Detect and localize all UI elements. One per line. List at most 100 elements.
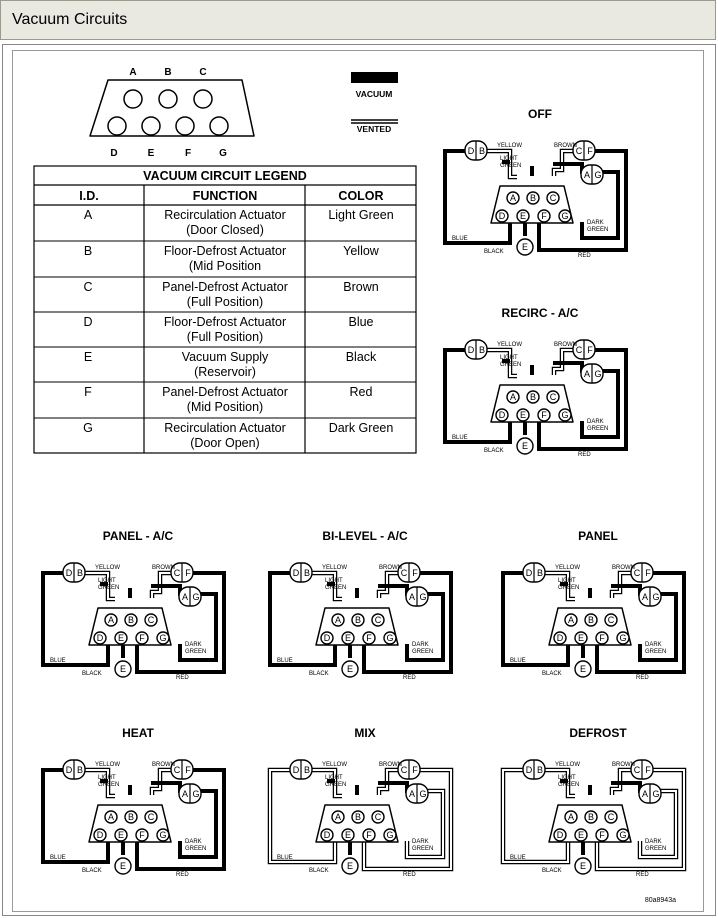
pin-d [93,631,107,645]
pin-b [351,810,365,824]
wire-label: RED [176,872,189,878]
actuator-c-letter: C [401,765,408,775]
reservoir-letter: E [120,664,126,674]
wire-label: RED [578,253,591,259]
pin-b-letter: B [588,615,594,625]
wire-label: DARK [645,642,662,648]
wire-label: BLACK [542,671,562,677]
wire-label: YELLOW [497,143,522,149]
window-title-bar: Vacuum Circuits [0,0,716,40]
reservoir [516,437,534,455]
legend-row-function-line1: Floor-Defrost Actuator [164,244,286,258]
actuator-d-letter: D [293,765,300,775]
pin-e [574,828,588,842]
wire-label: DARK [645,839,662,845]
pin-c [371,613,385,627]
actuator-c-letter: C [174,568,181,578]
pin-b [124,613,138,627]
pin-b-letter: B [355,615,361,625]
pin-d [553,631,567,645]
pin-g [558,209,572,223]
actuator-g-letter: G [652,789,659,799]
wire-label: YELLOW [95,762,120,768]
legend-row-function-line1: Panel-Defrost Actuator [162,280,288,294]
wire-label: BLACK [484,249,504,255]
actuator-b-letter: B [304,765,310,775]
pin-c [546,191,560,205]
pin-d-letter: D [557,830,564,840]
actuator-b-letter: B [479,345,485,355]
pin-letter-d: D [110,148,117,159]
wire-label: DARK [412,642,429,648]
legend-row-id: E [84,350,92,364]
pin-f-letter: F [139,830,145,840]
actuator-c-letter: C [634,765,641,775]
actuator-c-letter: C [634,568,641,578]
pin-c [144,613,158,627]
pin-a [104,810,118,824]
wire-label: DARK [185,642,202,648]
wire-label: BLUE [452,236,468,242]
wire-label: YELLOW [322,565,347,571]
actuator-f-letter: F [185,765,191,775]
legend-row-function-line2: (Full Position) [187,295,263,309]
pin-g [616,631,630,645]
actuator-g-letter: G [652,592,659,602]
pin-b-letter: B [588,812,594,822]
pin-d-letter: D [97,633,104,643]
actuator-g-letter: G [419,789,426,799]
actuator-f-letter: F [412,568,418,578]
pin-g [558,408,572,422]
legend-row-color: Brown [343,280,378,294]
pin-a-letter: A [568,812,574,822]
pin-g-letter: G [561,410,568,420]
wire-label: BROWN [152,762,175,768]
legend-header-id: I.D. [79,189,98,203]
pin-a-letter: A [568,615,574,625]
actuator-b-letter: B [479,146,485,156]
wire-label: GREEN [185,649,206,655]
pin-b [124,810,138,824]
actuator-f-letter: F [185,568,191,578]
legend-row-color: Blue [348,315,373,329]
reservoir [574,660,592,678]
legend-row-function-line2: (Door Open) [190,436,259,450]
wire-label: GREEN [645,846,666,852]
actuator-a-letter: A [584,369,590,379]
pin-e-letter: E [345,830,351,840]
actuator-g-letter: G [192,789,199,799]
pin-d [320,631,334,645]
actuator-d-letter: D [66,568,73,578]
pin-d [553,828,567,842]
actuator-f-letter: F [587,146,593,156]
wire-label: LIGHT [500,156,518,162]
legend-row-id: B [84,244,92,258]
pin-e [114,828,128,842]
legend-row-function-line2: (Full Position) [187,330,263,344]
legend-row-function-line1: Recirculation Actuator [164,421,286,435]
wire-label: GREEN [558,585,579,591]
wire-label: DARK [412,839,429,845]
line-key: VACUUM VENTED [351,72,398,134]
legend-row-function-line2: (Mid Position) [187,400,263,414]
actuator-c-letter: C [576,146,583,156]
pin-c [604,810,618,824]
wire-label: GREEN [587,227,608,233]
wire-label: BLUE [277,658,293,664]
pin-d-letter: D [324,830,331,840]
wire-label: BROWN [554,342,577,348]
wire-label: GREEN [325,585,346,591]
pin-d [93,828,107,842]
wire-label: BLUE [50,658,66,664]
wire-label: LIGHT [558,578,576,584]
wire-label: BLACK [484,448,504,454]
wire-label: BLACK [309,868,329,874]
actuator-d-letter: D [526,765,533,775]
legend-row-function-line1: Floor-Defrost Actuator [164,315,286,329]
wire-label: BLACK [309,671,329,677]
reservoir-letter: E [120,861,126,871]
